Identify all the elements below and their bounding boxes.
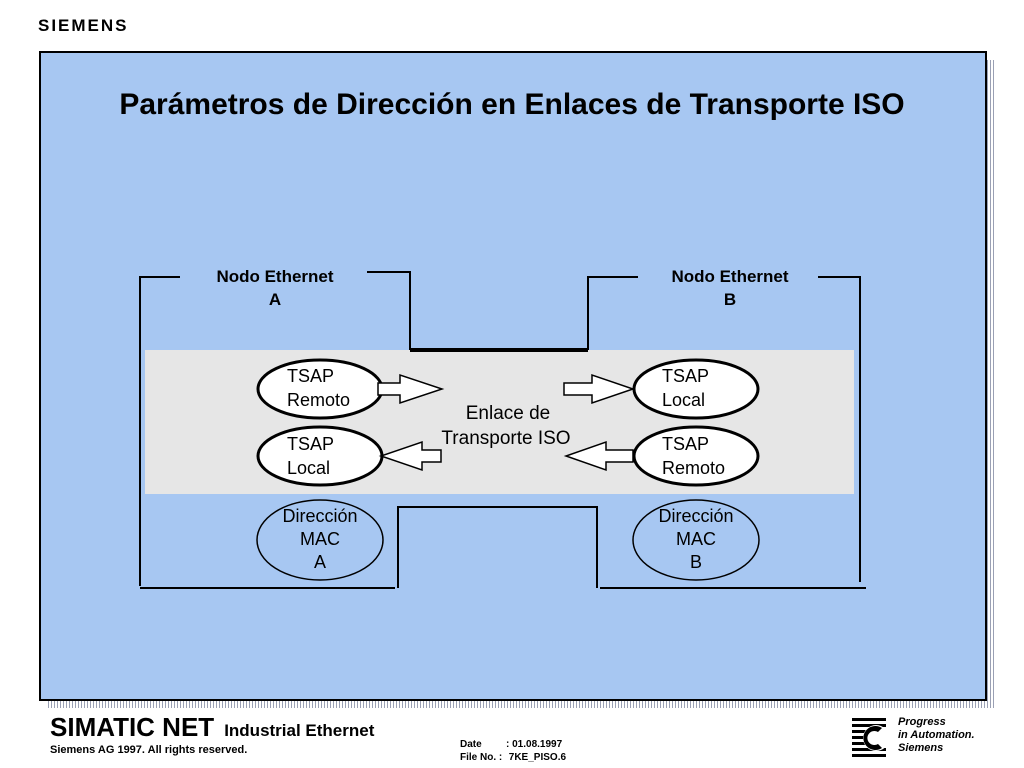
mac-b-line3: B xyxy=(690,552,702,572)
link-label-line1: Enlace de xyxy=(466,403,551,424)
tsap-remote-a-line1: TSAP xyxy=(287,366,334,386)
document-meta: Date : 01.08.1997 File No. : 7KE_PISO.6 xyxy=(460,738,566,764)
bottom-outline xyxy=(140,506,866,589)
progress-logo-icon xyxy=(852,716,886,760)
node-b-label-line2: B xyxy=(724,290,736,309)
date-label: Date xyxy=(460,739,482,750)
slogan-line3: Siemens xyxy=(898,742,944,754)
tsap-remote-b-ellipse xyxy=(632,425,760,487)
arrow-right-icon xyxy=(563,373,636,405)
node-b-label-line1: Nodo Ethernet xyxy=(671,267,788,286)
slogan: Progress in Automation. Siemens xyxy=(898,716,975,755)
tsap-remote-b-line1: TSAP xyxy=(662,434,709,454)
product-subtitle: Industrial Ethernet xyxy=(224,721,375,740)
mac-b-line2: MAC xyxy=(676,529,716,549)
date-value: : 01.08.1997 xyxy=(506,739,563,750)
arrow-left-icon xyxy=(378,440,442,472)
tsap-local-b-line1: TSAP xyxy=(662,366,709,386)
slide-title: Parámetros de Dirección en Enlaces de Tr… xyxy=(119,88,905,121)
mac-a-ellipse xyxy=(256,499,384,581)
mac-b-ellipse xyxy=(632,499,760,581)
arrow-left-icon xyxy=(563,440,634,472)
node-b-bracket xyxy=(587,276,861,582)
tsap-local-a-line2: Local xyxy=(287,458,330,478)
file-value: 7KE_PISO.6 xyxy=(506,752,567,763)
tsap-remote-a-line2: Remoto xyxy=(287,390,350,410)
node-a-label-line1: Nodo Ethernet xyxy=(216,267,333,286)
mac-b-line1: Dirección xyxy=(658,506,733,526)
arrow-right-icon xyxy=(377,373,445,405)
slogan-line1: Progress xyxy=(898,716,946,728)
product-name: SIMATIC NET xyxy=(50,712,215,742)
tsap-remote-b-line2: Remoto xyxy=(662,458,725,478)
node-a-label-line2: A xyxy=(269,290,281,309)
node-a-bracket xyxy=(139,271,411,586)
link-label-line2: Transporte ISO xyxy=(441,428,570,449)
tsap-local-b-line2: Local xyxy=(662,390,705,410)
slogan-line2: in Automation. xyxy=(898,729,975,741)
tsap-local-a-line1: TSAP xyxy=(287,434,334,454)
mac-a-line1: Dirección xyxy=(282,506,357,526)
mac-a-line3: A xyxy=(314,552,326,572)
mac-a-line2: MAC xyxy=(300,529,340,549)
footer-product-title: SIMATIC NET Industrial Ethernet xyxy=(50,712,374,743)
file-label: File No. : xyxy=(460,752,503,763)
siemens-brand-logo: SIEMENS xyxy=(38,16,129,35)
copyright-text: Siemens AG 1997. All rights reserved. xyxy=(50,744,248,756)
